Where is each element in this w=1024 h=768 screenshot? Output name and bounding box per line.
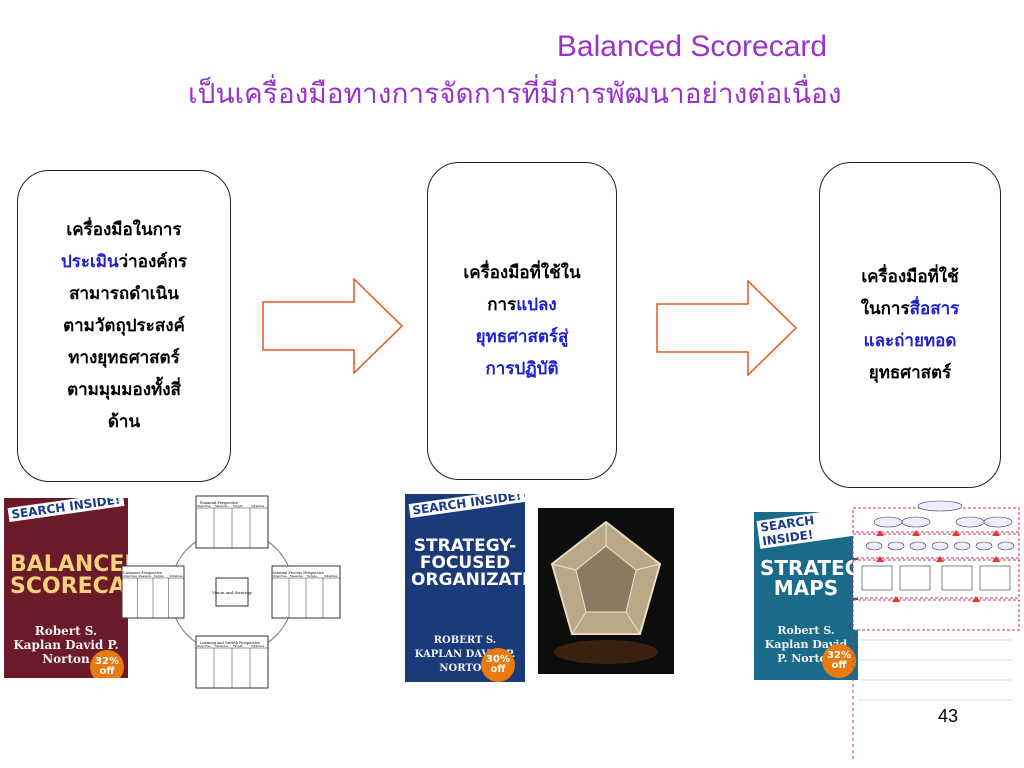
box-text: เครื่องมือที่ใช้ในการสื่อสารและถ่ายทอดยุ… xyxy=(861,261,960,389)
box-translate: เครื่องมือที่ใช้ในการแปลงยุทธศาสตร์สู่กา… xyxy=(427,162,617,480)
box-text-line: เครื่องมือที่ใช้ xyxy=(861,261,960,293)
scorecard-diagram: Vision and Strategy Financial Perspectiv… xyxy=(121,495,341,689)
diagram-column-header: Measures xyxy=(139,574,153,578)
box-text-line: การปฏิบัติ xyxy=(463,353,580,385)
box-text: เครื่องมือที่ใช้ในการแปลงยุทธศาสตร์สู่กา… xyxy=(463,257,580,385)
highlighted-text: และถ่ายทอด xyxy=(863,331,957,351)
diagram-internal-label: Internal Process Perspective xyxy=(273,571,324,575)
book-authors: ROBERT S. KAPLAN DAVID P. NORTON xyxy=(414,635,516,674)
highlighted-text: การปฏิบัติ xyxy=(485,359,559,379)
strategy-map-diagram xyxy=(852,500,1020,762)
diagram-column-header: Measures xyxy=(215,644,229,648)
box-text-line: และถ่ายทอด xyxy=(861,325,960,357)
box-text-line: ยุทธศาสตร์สู่ xyxy=(463,321,580,353)
book-cover-strategy-maps: SEARCH INSIDE! STRATEGY MAPS Robert S. K… xyxy=(754,512,858,680)
box-text-run: ว่าองค์กร xyxy=(118,252,188,272)
page-number: 43 xyxy=(938,706,959,726)
box-text-line: ด้าน xyxy=(61,406,187,438)
box-text-line: ยุทธศาสตร์ xyxy=(861,357,960,389)
diagram-column-header: Targets xyxy=(154,574,165,578)
box-text-line: สามารถดำเนิน xyxy=(61,278,187,310)
award-trophy-photo xyxy=(538,508,674,674)
slide-title: Balanced Scorecard xyxy=(556,30,828,63)
discount-badge: 30% off xyxy=(481,648,515,682)
box-text-line: ตามวัตถุประสงค์ xyxy=(61,310,187,342)
highlighted-text: ยุทธศาสตร์สู่ xyxy=(475,327,569,347)
right-arrow-icon xyxy=(656,280,798,376)
book-title: STRATEGY-FOCUSED ORGANIZATION xyxy=(411,536,525,590)
box-text-run: ทางยุทธศาสตร์ xyxy=(68,348,180,368)
box-text: เครื่องมือในการประเมินว่าองค์กรสามารถดำเ… xyxy=(61,214,187,438)
book-title: STRATEGY MAPS xyxy=(760,556,858,600)
right-arrow-icon xyxy=(262,278,404,374)
box-text-line: ทางยุทธศาสตร์ xyxy=(61,342,187,374)
diagram-column-header: Initiatives xyxy=(251,504,265,508)
box-text-run: การ xyxy=(487,295,517,315)
box-text-run: ตามวัตถุประสงค์ xyxy=(63,316,185,336)
diagram-center-label: Vision and Strategy xyxy=(211,590,253,595)
highlighted-text: สื่อสาร xyxy=(909,299,960,319)
box-text-run: สามารถดำเนิน xyxy=(69,284,179,304)
box-communicate: เครื่องมือที่ใช้ในการสื่อสารและถ่ายทอดยุ… xyxy=(819,162,1001,488)
slide-subtitle: เป็นเครื่องมือทางการจัดการที่มีการพัฒนาอ… xyxy=(188,77,842,110)
diagram-column-header: Objectives xyxy=(197,504,211,508)
highlighted-text: ประเมิน xyxy=(60,252,119,272)
diagram-learning-label: Learning and Growth Perspective xyxy=(200,641,260,645)
diagram-column-header: Targets xyxy=(233,644,244,648)
box-text-run: ด้าน xyxy=(107,412,141,432)
box-text-line: การแปลง xyxy=(463,289,580,321)
book-title: BALANCED SCORECARD xyxy=(10,552,128,599)
book-cover-balanced-scorecard: SEARCH INSIDE! BALANCED SCORECARD Robert… xyxy=(4,498,128,678)
diagram-column-header: Targets xyxy=(233,504,244,508)
search-inside-tag: SEARCH INSIDE! xyxy=(756,512,858,549)
box-text-run: ตามมุมมองทั้งสี่ xyxy=(67,380,181,400)
box-text-run: เครื่องมือในการ xyxy=(66,220,182,240)
diagram-column-header: Initiatives xyxy=(170,574,184,578)
box-text-run: เครื่องมือที่ใช้ใน xyxy=(463,263,581,283)
box-measure: เครื่องมือในการประเมินว่าองค์กรสามารถดำเ… xyxy=(17,170,231,482)
discount-badge: 32% off xyxy=(822,644,856,678)
book-authors: Robert S. Kaplan David P. Norton xyxy=(13,624,119,666)
highlighted-text: แปลง xyxy=(516,295,557,315)
box-text-run: ในการ xyxy=(860,299,910,319)
diagram-column-header: Objectives xyxy=(273,574,287,578)
box-text-line: ประเมินว่าองค์กร xyxy=(61,246,187,278)
search-inside-tag: SEARCH INSIDE! xyxy=(7,498,125,522)
diagram-column-header: Measures xyxy=(290,574,304,578)
box-text-line: เครื่องมือในการ xyxy=(61,214,187,246)
discount-badge: 32% off xyxy=(90,650,124,678)
book-cover-strategy-focused: SEARCH INSIDE! STRATEGY-FOCUSED ORGANIZA… xyxy=(405,494,525,682)
diagram-column-header: Objectives xyxy=(123,574,137,578)
diagram-column-header: Initiatives xyxy=(251,644,265,648)
diagram-column-header: Objectives xyxy=(197,644,211,648)
box-text-run: เครื่องมือที่ใช้ xyxy=(861,267,959,287)
box-text-line: ตามมุมมองทั้งสี่ xyxy=(61,374,187,406)
diagram-customer-label: Customer Perspective xyxy=(123,571,162,575)
search-inside-tag: SEARCH INSIDE! xyxy=(408,494,525,518)
box-text-line: ในการสื่อสาร xyxy=(861,293,960,325)
diagram-column-header: Initiatives xyxy=(324,574,338,578)
diagram-column-header: Targets xyxy=(307,574,318,578)
box-text-run: ยุทธศาสตร์ xyxy=(868,363,952,383)
diagram-column-header: Measures xyxy=(215,504,229,508)
trophy-icon xyxy=(550,520,662,664)
box-text-line: เครื่องมือที่ใช้ใน xyxy=(463,257,580,289)
diagram-financial-label: Financial Perspective xyxy=(200,501,238,505)
